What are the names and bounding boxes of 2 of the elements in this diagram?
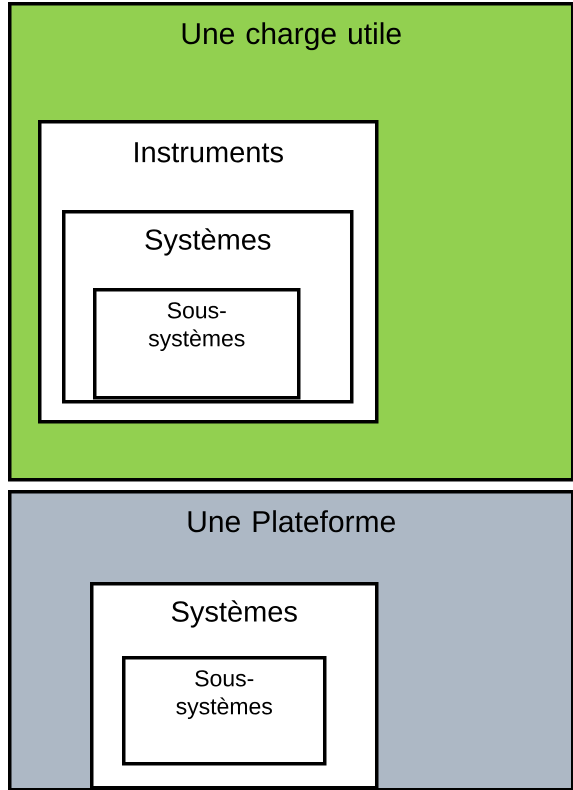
inner-box: Sous-systèmes	[122, 656, 326, 766]
inner-box: Sous-systèmes	[93, 288, 300, 400]
